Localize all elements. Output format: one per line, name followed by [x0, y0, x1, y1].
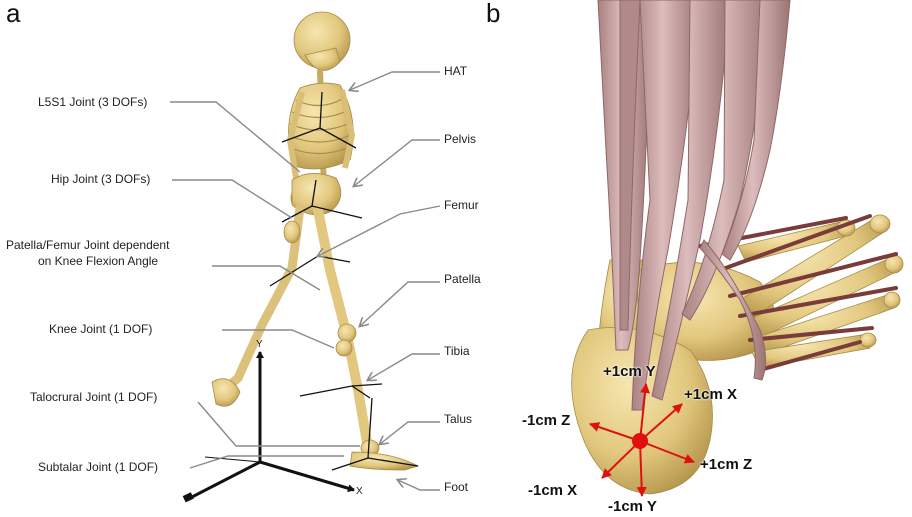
- label-minus-1cm-z: -1cm Z: [522, 412, 570, 429]
- label-minus-1cm-x: -1cm X: [528, 482, 577, 499]
- label-femur: Femur: [444, 198, 479, 212]
- origin-point: [632, 433, 648, 449]
- skeleton: [212, 12, 418, 470]
- label-patella: Patella: [444, 272, 481, 286]
- label-talus: Talus: [444, 412, 472, 426]
- panel-label-a: a: [6, 0, 20, 29]
- label-hat: HAT: [444, 64, 467, 78]
- panel-label-b: b: [486, 0, 500, 29]
- label-patella-femur-joint-line1: Patella/Femur Joint dependent: [6, 238, 169, 252]
- z-axis-tip: [183, 492, 194, 502]
- label-hip-joint: Hip Joint (3 DOFs): [51, 172, 150, 186]
- axis-label-y: Y: [256, 338, 263, 352]
- label-foot: Foot: [444, 480, 468, 494]
- label-talocrural-joint: Talocrural Joint (1 DOF): [30, 390, 157, 404]
- label-patella-femur-joint-line2: on Knee Flexion Angle: [38, 254, 158, 268]
- label-subtalar-joint: Subtalar Joint (1 DOF): [38, 460, 158, 474]
- label-plus-1cm-x: +1cm X: [684, 386, 737, 403]
- global-axes: [190, 352, 354, 498]
- label-plus-1cm-y: +1cm Y: [603, 363, 656, 380]
- label-tibia: Tibia: [444, 344, 470, 358]
- label-l5s1-joint: L5S1 Joint (3 DOFs): [38, 95, 147, 109]
- label-pelvis: Pelvis: [444, 132, 476, 146]
- label-knee-joint: Knee Joint (1 DOF): [49, 322, 152, 336]
- label-plus-1cm-z: +1cm Z: [700, 456, 752, 473]
- label-minus-1cm-y: -1cm Y: [608, 498, 657, 515]
- axis-label-x: X: [356, 485, 363, 499]
